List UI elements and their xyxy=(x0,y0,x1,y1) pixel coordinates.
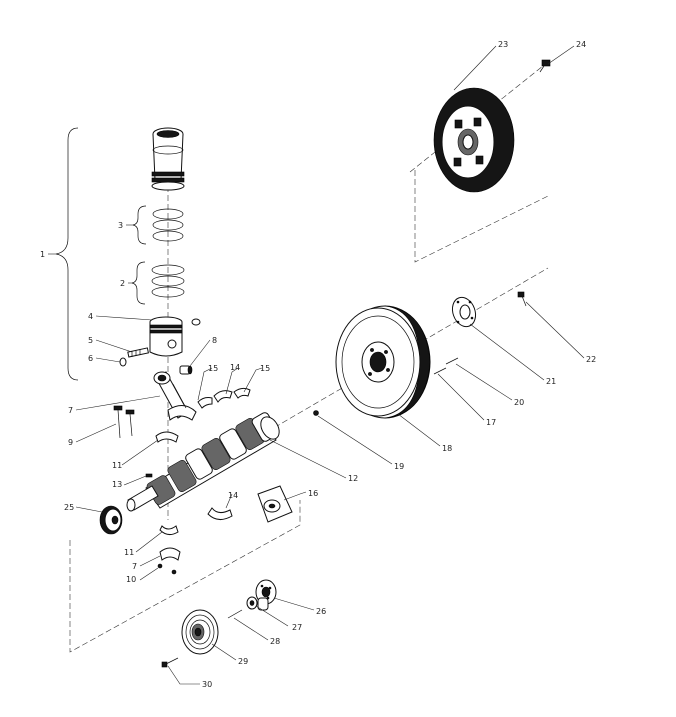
main-bearing-cap xyxy=(257,485,293,523)
rod-bolts xyxy=(113,405,135,439)
crank-pulley xyxy=(181,609,219,655)
front-hub xyxy=(255,579,277,611)
rod-cap xyxy=(159,547,181,561)
callout-9: 9 xyxy=(68,438,73,447)
callout-21: 21 xyxy=(546,377,556,386)
callout-15: 15 xyxy=(208,364,218,373)
callout-27: 27 xyxy=(292,623,302,632)
callout-25: 25 xyxy=(64,503,74,512)
callout-7: 7 xyxy=(68,406,73,415)
callout-24: 24 xyxy=(576,40,586,49)
callout-5: 5 xyxy=(88,336,93,345)
rod-bearing-upper xyxy=(155,431,179,443)
group-brace xyxy=(55,127,79,381)
cylinder-liner xyxy=(151,127,185,191)
piston-pin xyxy=(127,347,149,358)
damper-bolt xyxy=(539,59,551,73)
callout-10: 10 xyxy=(126,575,136,584)
callout-28: 28 xyxy=(270,637,280,646)
callout-3: 3 xyxy=(118,221,123,230)
callout-1: 1 xyxy=(40,250,45,259)
hub-washer xyxy=(246,596,258,610)
callout-23: 23 xyxy=(498,40,508,49)
callout-16: 16 xyxy=(308,489,318,498)
callout-20: 20 xyxy=(514,398,524,407)
callout-22: 22 xyxy=(586,355,596,364)
hub-bolt xyxy=(227,609,243,619)
rod-bearing-lower xyxy=(159,525,179,536)
pulley-bolt xyxy=(161,657,179,668)
callout-13: 13 xyxy=(112,480,122,489)
callout-15: 15 xyxy=(260,364,270,373)
main-bearing-lower xyxy=(207,507,233,520)
ring-set-2 xyxy=(131,261,185,305)
adapter-bolt xyxy=(517,291,527,307)
callout-30: 30 xyxy=(202,680,212,689)
callout-19: 19 xyxy=(394,462,404,471)
flywheel-bolt xyxy=(445,357,459,365)
callout-29: 29 xyxy=(238,657,248,666)
piston-pin-clip xyxy=(119,357,127,367)
flywheel xyxy=(335,305,431,419)
callout-6: 6 xyxy=(88,354,93,363)
ring-set-3 xyxy=(132,205,184,245)
callout-labels: 1 2 3 4 5 6 7 7 8 9 10 11 11 12 13 14 14… xyxy=(40,40,596,689)
connecting-rod xyxy=(153,371,197,421)
crankshaft-gear xyxy=(99,505,123,535)
callout-14: 14 xyxy=(230,363,240,372)
callout-17: 17 xyxy=(486,418,496,427)
callout-14: 14 xyxy=(228,491,238,500)
callout-7: 7 xyxy=(132,562,137,571)
adapter-plate xyxy=(451,296,477,328)
dowel-pin xyxy=(313,410,319,416)
callout-18: 18 xyxy=(442,444,452,453)
main-bearing-shells-upper xyxy=(197,387,251,409)
callout-12: 12 xyxy=(348,474,358,483)
rod-nut xyxy=(171,569,177,575)
leader-lines xyxy=(48,45,585,685)
callout-2: 2 xyxy=(120,279,125,288)
callout-4: 4 xyxy=(88,312,93,321)
callout-11: 11 xyxy=(124,548,134,557)
small-end-bushing xyxy=(179,365,193,375)
flywheel-bolt xyxy=(433,367,447,375)
callout-8: 8 xyxy=(212,336,217,345)
callout-26: 26 xyxy=(316,607,326,616)
piston xyxy=(149,316,201,357)
damper-disc xyxy=(433,87,515,193)
rod-nut xyxy=(157,563,163,569)
crankshaft xyxy=(126,412,280,512)
crank-key xyxy=(145,473,153,478)
callout-11: 11 xyxy=(112,461,122,470)
